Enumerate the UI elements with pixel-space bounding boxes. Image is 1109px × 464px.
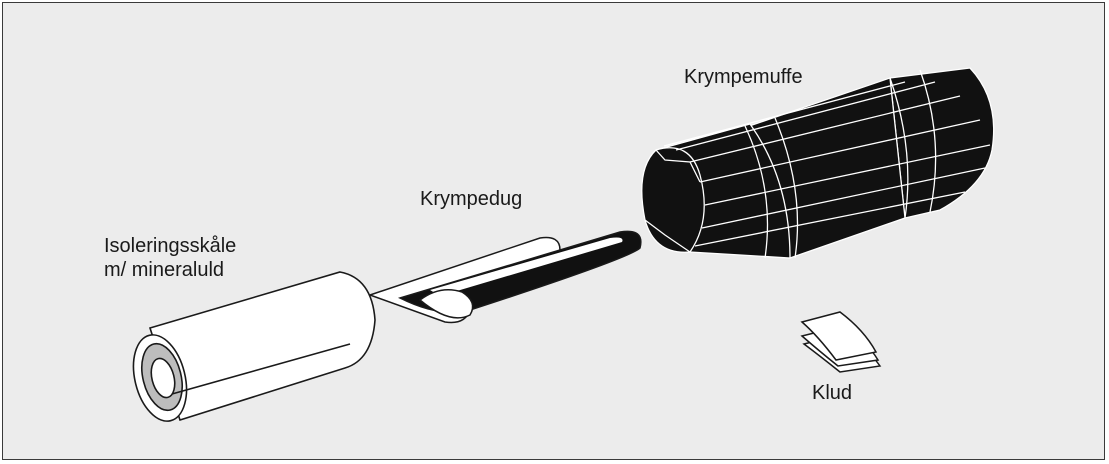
label-krympemuffe: Krympemuffe xyxy=(684,66,803,88)
cloth-curl xyxy=(418,289,474,319)
klud-rag xyxy=(800,311,882,373)
label-isoleringsskaale-line1: Isoleringsskåle xyxy=(104,235,237,257)
shell-split-line xyxy=(171,343,351,395)
label-klud: Klud xyxy=(812,382,853,404)
sleeve-end-cap xyxy=(641,147,705,253)
sleeve-upper-tube xyxy=(889,67,995,219)
label-krympedug: Krympedug xyxy=(420,188,523,210)
cloth-roll-highlight xyxy=(430,237,623,296)
rag-top-layer xyxy=(800,311,878,361)
isoleringsskaale-insulation-shell xyxy=(132,271,376,422)
label-isoleringsskaale-line2: m/ mineraluld xyxy=(104,259,225,281)
krympemuffe-shrink-sleeve xyxy=(641,67,995,259)
shell-body xyxy=(148,271,376,422)
krympedug-shrink-cloth xyxy=(367,230,642,324)
sleeve-facet-lines xyxy=(644,69,991,259)
shell-end-pipe-hole xyxy=(150,357,176,399)
